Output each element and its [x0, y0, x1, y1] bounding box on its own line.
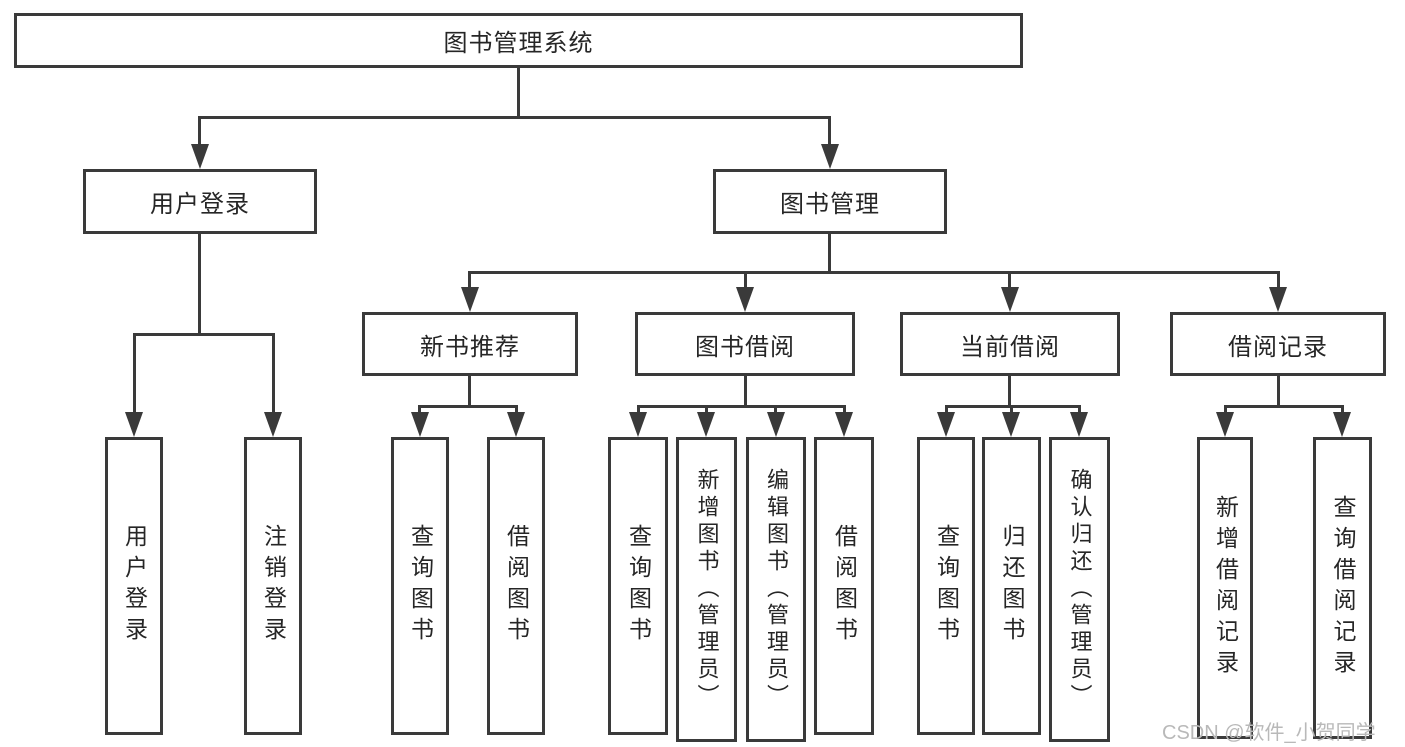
edge-to-leaf-return-books-shaft [1010, 405, 1013, 417]
leaf-query-books-borrowing: 查询图书 [608, 437, 668, 735]
edge-to-book-management-shaft [828, 116, 831, 148]
edge-to-leaf-query-books-recommend-shaft [418, 405, 421, 417]
edge-to-leaf-add-book-admin-shaft [705, 405, 708, 417]
edge-user-login-stub [198, 234, 201, 335]
leaf-confirm-return-admin: 确认归还（管理员） [1049, 437, 1110, 742]
node-book-borrowing-label: 图书借阅 [695, 333, 795, 361]
arrow-down-icon-leaf-query-books-recommend [411, 412, 429, 437]
arrow-down-icon-leaf-add-borrow-record [1216, 412, 1234, 437]
leaf-borrow-books-borrowing-label: 借阅图书 [831, 524, 858, 648]
arrow-down-icon-user-login [191, 144, 209, 169]
arrow-down-icon-book-borrowing [736, 287, 754, 312]
leaf-edit-book-admin-label: 编辑图书（管理员） [764, 468, 789, 711]
edge-book-management-stub [828, 234, 831, 274]
leaf-query-books-recommend-label: 查询图书 [407, 524, 434, 648]
edge-borrowing-records-bus [1224, 405, 1344, 408]
edge-to-book-borrowing-shaft [744, 271, 747, 289]
edge-to-leaf-query-books-borrowing-shaft [637, 405, 640, 417]
edge-to-leaf-borrow-books-recommend-shaft [515, 405, 518, 417]
edge-to-new-book-recommendation-shaft [468, 271, 471, 289]
leaf-add-book-admin: 新增图书（管理员） [676, 437, 737, 742]
leaf-return-books: 归还图书 [982, 437, 1041, 735]
node-current-borrowing-label: 当前借阅 [960, 333, 1060, 361]
edge-new-book-recommendation-stub [468, 376, 471, 407]
edge-root-stub [517, 68, 520, 118]
edge-to-leaf-borrow-books-borrowing-shaft [843, 405, 846, 417]
leaf-add-book-admin-label: 新增图书（管理员） [694, 468, 720, 711]
edge-current-borrowing-stub [1008, 376, 1011, 407]
leaf-query-borrow-record-label: 查询借阅记录 [1330, 495, 1356, 681]
leaf-query-borrow-record: 查询借阅记录 [1313, 437, 1372, 739]
leaf-user-login: 用户登录 [105, 437, 163, 735]
edge-user-login-bus [133, 333, 275, 336]
node-borrowing-records-label: 借阅记录 [1228, 333, 1328, 361]
edge-to-leaf-confirm-return-admin-shaft [1078, 405, 1081, 417]
leaf-logout-label: 注销登录 [260, 524, 287, 648]
leaf-user-login-label: 用户登录 [121, 524, 148, 648]
leaf-confirm-return-admin-label: 确认归还（管理员） [1067, 468, 1093, 711]
arrow-down-icon-leaf-logout [264, 412, 282, 437]
arrow-down-icon-leaf-return-books [1002, 412, 1020, 437]
leaf-add-borrow-record: 新增借阅记录 [1197, 437, 1253, 739]
edge-to-borrowing-records-shaft [1277, 271, 1280, 289]
edge-to-leaf-logout-shaft [272, 333, 275, 415]
leaf-logout: 注销登录 [244, 437, 302, 735]
node-library-management-system-label: 图书管理系统 [443, 30, 594, 57]
edge-book-borrowing-bus [637, 405, 846, 408]
leaf-edit-book-admin: 编辑图书（管理员） [746, 437, 806, 742]
arrow-down-icon-leaf-confirm-return-admin [1070, 412, 1088, 437]
arrow-down-icon-current-borrowing [1001, 287, 1019, 312]
edge-current-borrowing-bus [945, 405, 1081, 408]
arrow-down-icon-book-management [821, 144, 839, 169]
node-book-management: 图书管理 [713, 169, 947, 234]
arrow-down-icon-leaf-borrow-books-recommend [507, 412, 525, 437]
edge-to-leaf-user-login-shaft [133, 333, 136, 415]
leaf-query-books-current: 查询图书 [917, 437, 975, 735]
edge-to-leaf-query-books-current-shaft [945, 405, 948, 417]
edge-to-leaf-edit-book-admin-shaft [774, 405, 777, 417]
edge-borrowing-records-stub [1277, 376, 1280, 407]
arrow-down-icon-leaf-query-books-current [937, 412, 955, 437]
node-new-book-recommendation-label: 新书推荐 [420, 333, 520, 361]
arrow-down-icon-leaf-query-books-borrowing [629, 412, 647, 437]
node-library-management-system: 图书管理系统 [14, 13, 1023, 68]
node-book-borrowing: 图书借阅 [635, 312, 855, 376]
edge-level2-bus [198, 116, 831, 119]
node-user-login-label: 用户登录 [150, 191, 250, 218]
arrow-down-icon-leaf-add-book-admin [697, 412, 715, 437]
edge-book-borrowing-stub [744, 376, 747, 407]
leaf-borrow-books-recommend-label: 借阅图书 [503, 524, 530, 648]
leaf-borrow-books-borrowing: 借阅图书 [814, 437, 874, 735]
edge-level3-bus [468, 271, 1280, 274]
edge-to-current-borrowing-shaft [1008, 271, 1011, 289]
leaf-return-books-label: 归还图书 [999, 524, 1025, 648]
arrow-down-icon-new-book-recommendation [461, 287, 479, 312]
node-book-management-label: 图书管理 [780, 191, 880, 218]
node-new-book-recommendation: 新书推荐 [362, 312, 578, 376]
node-borrowing-records: 借阅记录 [1170, 312, 1386, 376]
leaf-query-books-recommend: 查询图书 [391, 437, 449, 735]
arrow-down-icon-leaf-edit-book-admin [767, 412, 785, 437]
node-current-borrowing: 当前借阅 [900, 312, 1120, 376]
arrow-down-icon-borrowing-records [1269, 287, 1287, 312]
leaf-borrow-books-recommend: 借阅图书 [487, 437, 545, 735]
edge-new-book-recommendation-bus [418, 405, 518, 408]
edge-to-leaf-add-borrow-record-shaft [1224, 405, 1227, 417]
arrow-down-icon-leaf-borrow-books-borrowing [835, 412, 853, 437]
csdn-watermark: CSDN @软件_小贺同学 [1162, 722, 1376, 744]
leaf-query-books-borrowing-label: 查询图书 [625, 524, 652, 648]
leaf-add-borrow-record-label: 新增借阅记录 [1212, 495, 1239, 681]
leaf-query-books-current-label: 查询图书 [933, 524, 960, 648]
arrow-down-icon-leaf-query-borrow-record [1333, 412, 1351, 437]
node-user-login: 用户登录 [83, 169, 317, 234]
edge-to-leaf-query-borrow-record-shaft [1341, 405, 1344, 417]
edge-to-user-login-shaft [198, 116, 201, 148]
arrow-down-icon-leaf-user-login [125, 412, 143, 437]
